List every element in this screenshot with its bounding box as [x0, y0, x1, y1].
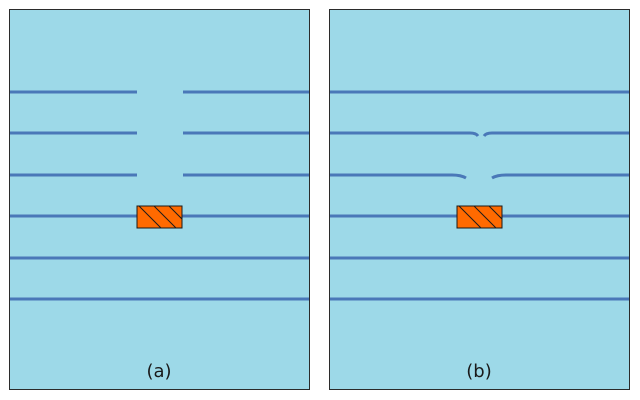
panel-a-caption: (a)	[146, 361, 171, 382]
panel-a-block	[136, 205, 183, 229]
layer-line	[491, 173, 629, 180]
panel-a-background	[9, 9, 310, 390]
hatch-lines	[138, 206, 182, 228]
panel-b-block	[456, 205, 503, 229]
panel-b-background	[329, 9, 630, 390]
panel-b: (b)	[329, 9, 630, 390]
panel-b-caption: (b)	[466, 361, 491, 382]
hatched-block	[136, 205, 183, 229]
hatched-block	[456, 205, 503, 229]
layer-line	[330, 173, 467, 180]
layer-line	[330, 131, 480, 137]
hatch-lines	[458, 206, 502, 228]
layer-line	[482, 131, 629, 137]
panel-a: (a)	[9, 9, 310, 390]
